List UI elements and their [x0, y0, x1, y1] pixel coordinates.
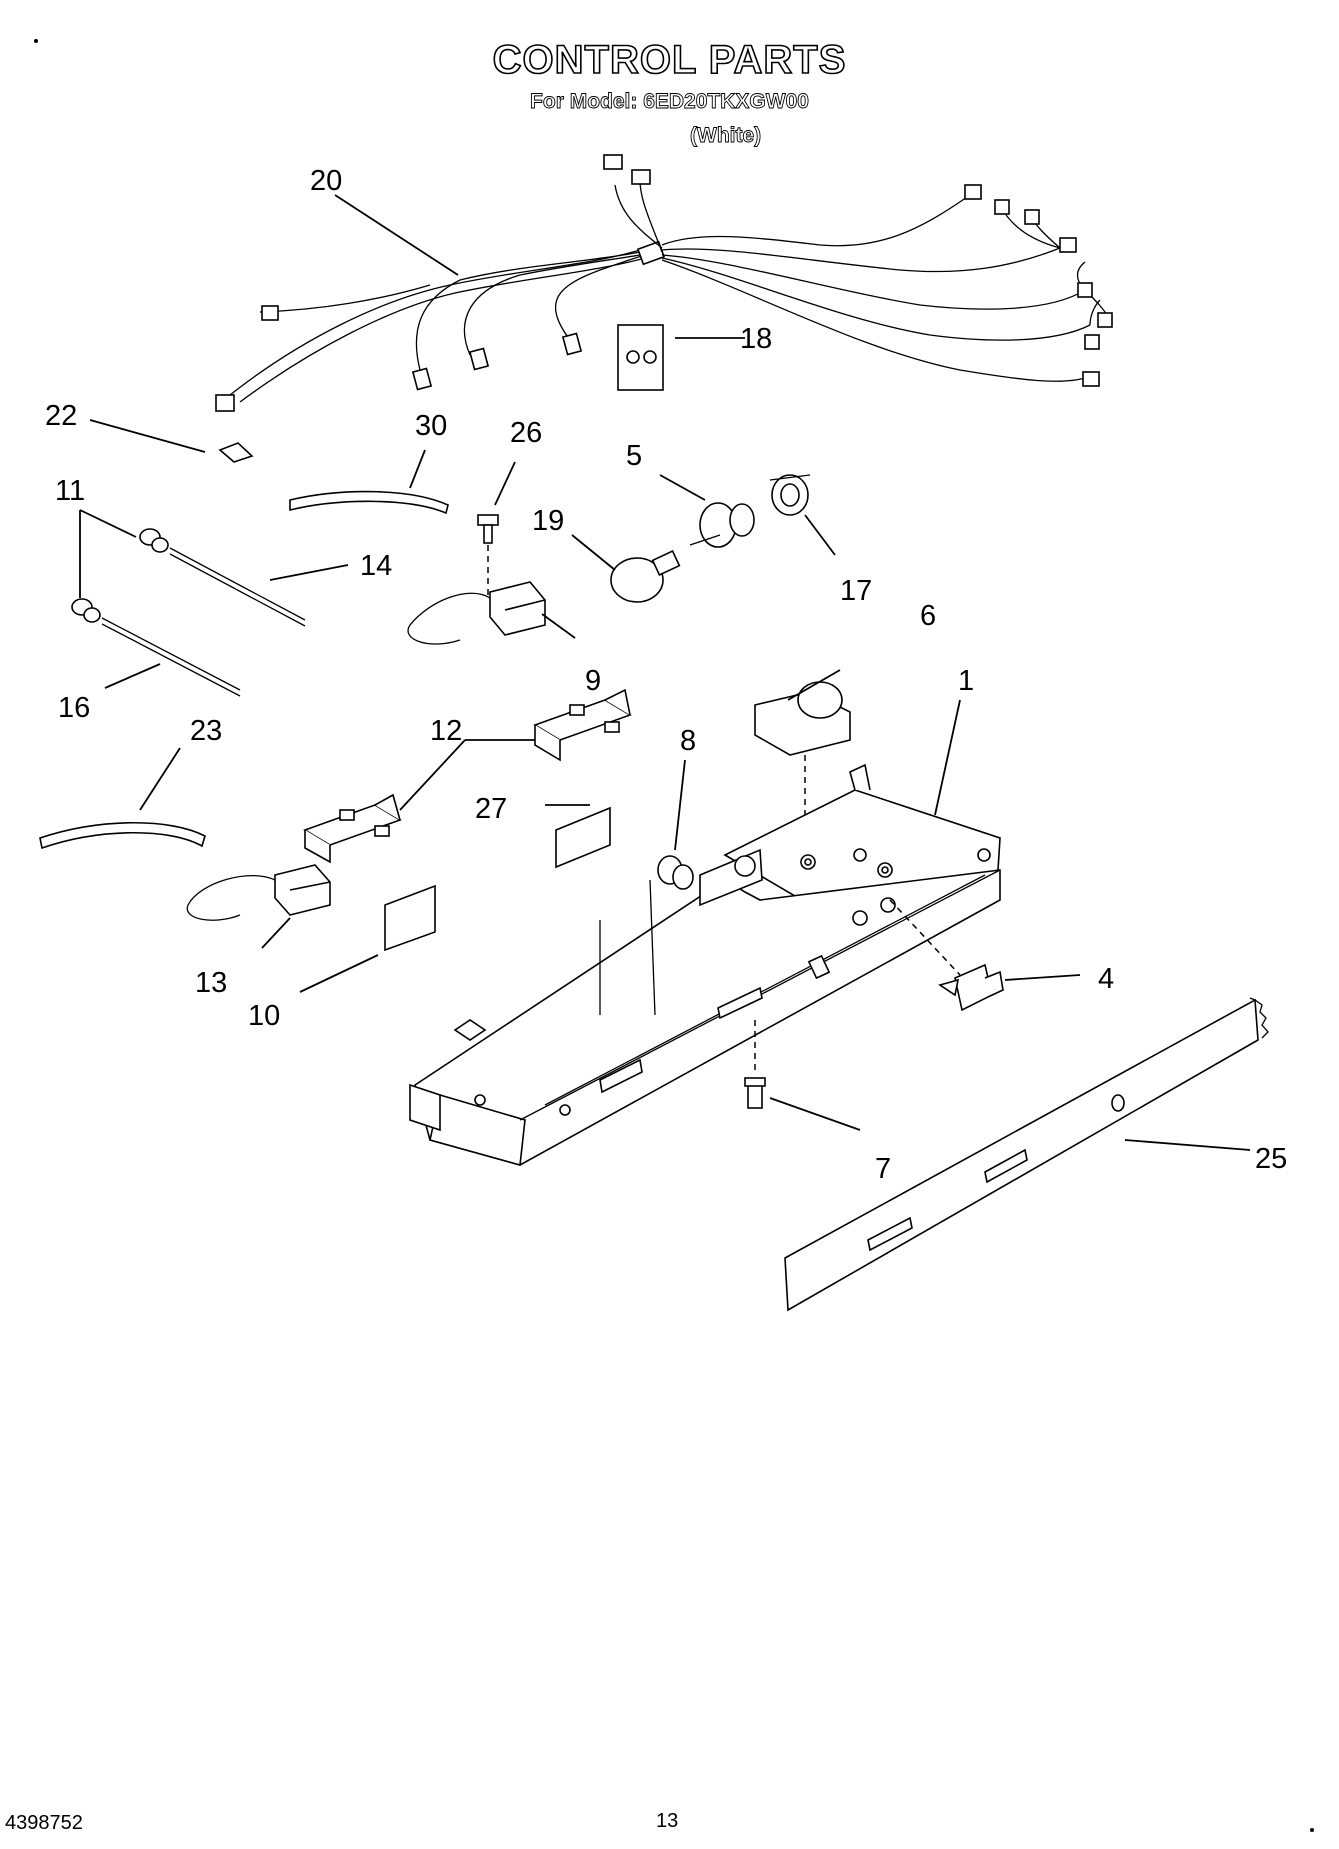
callout-8: 8: [680, 725, 696, 757]
callout-18: 18: [740, 323, 772, 355]
callout-10: 10: [248, 1000, 280, 1032]
switch-9: [407, 581, 546, 645]
page-number: 13: [656, 1810, 679, 1832]
corner-mark-top-left: [34, 39, 38, 43]
switch-bracket-upper: [533, 688, 632, 762]
cold-control: [754, 681, 851, 756]
control-trim: [784, 997, 1269, 1312]
wire-harness: [215, 154, 1113, 412]
callout-4: 4: [1098, 963, 1114, 995]
insulator-plate: [617, 324, 664, 391]
callout-labels: 20 18 22 30 26 5 11 19 14 17 6 9 1 16 23…: [45, 165, 1287, 1185]
switch-13: [186, 864, 331, 921]
socket-bracket: [769, 474, 811, 516]
color-note: (White): [690, 124, 762, 148]
label-10: [384, 884, 436, 952]
callout-13: 13: [195, 967, 227, 999]
callout-12: 12: [430, 715, 462, 747]
switch-bracket-lower: [303, 793, 402, 864]
callout-11: 11: [55, 475, 85, 507]
label-27: [555, 806, 611, 869]
callout-20: 20: [310, 165, 342, 197]
tube-23: [39, 821, 206, 850]
callout-26: 26: [510, 417, 542, 449]
control-housing: [409, 763, 1001, 1167]
callout-7: 7: [875, 1153, 891, 1185]
callout-23: 23: [190, 715, 222, 747]
light-bulb: [610, 550, 681, 603]
callout-27: 27: [475, 793, 507, 825]
control-knob-8: [657, 855, 694, 890]
callout-16: 16: [58, 692, 90, 724]
page-title: CONTROL PARTS: [492, 37, 847, 83]
corner-mark-bottom-right: [1310, 1828, 1314, 1832]
callout-14: 14: [360, 550, 392, 582]
document-number: 4398752: [5, 1812, 83, 1834]
capillary-tubes: [71, 528, 306, 697]
callout-6: 6: [920, 600, 936, 632]
lamp-socket: [689, 502, 755, 548]
tube-30: [289, 490, 449, 515]
callout-9: 9: [585, 665, 601, 697]
leader-lines: [79, 194, 1251, 1151]
callout-30: 30: [415, 410, 447, 442]
screw-7: [744, 1077, 766, 1109]
callout-1: 1: [958, 665, 974, 697]
callout-22: 22: [45, 400, 77, 432]
wire-clip: [218, 442, 254, 463]
control-knob-4: [938, 963, 1004, 1012]
callout-5: 5: [626, 440, 642, 472]
screw-26: [477, 514, 499, 544]
callout-19: 19: [532, 505, 564, 537]
model-line: For Model: 6ED20TKXGW00: [530, 90, 810, 114]
callout-17: 17: [840, 575, 872, 607]
callout-25: 25: [1255, 1143, 1287, 1175]
